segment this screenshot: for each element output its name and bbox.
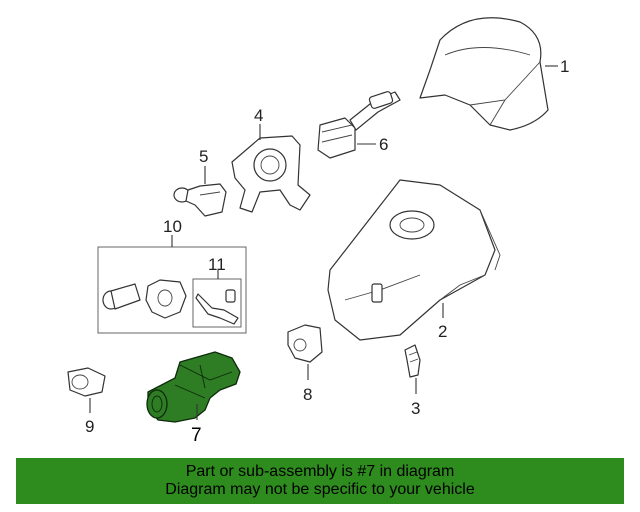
callout-11: 11 — [208, 255, 226, 274]
part-7-ignition-housing[interactable] — [146, 351, 241, 423]
banner-line-1: Part or sub-assembly is #7 in diagram — [185, 463, 455, 480]
callout-9: 9 — [85, 417, 94, 436]
part-11-key[interactable] — [192, 278, 242, 328]
callout-4: 4 — [254, 106, 263, 125]
part-6-combination-switch[interactable] — [317, 91, 401, 159]
parts-diagram: 1 6 4 5 2 3 — [67, 17, 569, 446]
part-3-bolt[interactable] — [404, 344, 421, 378]
part-4-switch-base[interactable] — [231, 135, 311, 213]
part-9-ring[interactable] — [67, 367, 106, 397]
callout-5: 5 — [199, 147, 208, 166]
part-1-column-cover[interactable] — [419, 17, 549, 131]
info-banner: Part or sub-assembly is #7 in diagram Di… — [16, 458, 624, 504]
part-10-lock-cylinder[interactable] — [102, 279, 187, 319]
callout-8: 8 — [303, 385, 312, 404]
part-5-switch[interactable] — [173, 183, 227, 217]
callout-2: 2 — [438, 322, 447, 341]
callout-10: 10 — [163, 217, 182, 236]
part-8-sensor[interactable] — [287, 324, 323, 363]
callout-6: 6 — [379, 135, 388, 154]
callout-3: 3 — [411, 399, 420, 418]
part-2-column-housing[interactable] — [327, 179, 501, 341]
banner-line-2: Diagram may not be specific to your vehi… — [165, 481, 475, 498]
callout-1: 1 — [560, 57, 569, 76]
callout-7: 7 — [191, 425, 202, 446]
